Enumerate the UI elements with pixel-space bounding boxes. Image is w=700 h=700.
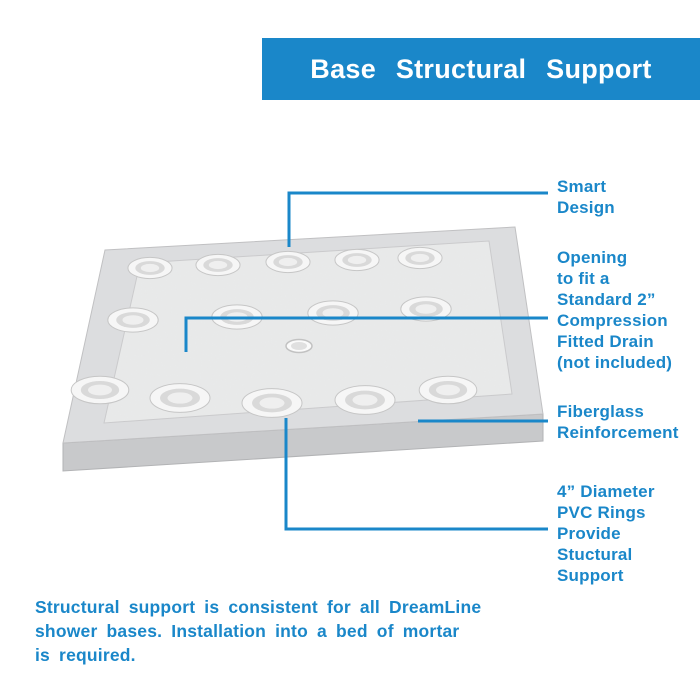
page-title: Base Structural Support: [310, 53, 652, 84]
callout-lines: [184, 191, 548, 531]
pvc-ring: [400, 296, 452, 322]
callout-line-pvc-rings: [284, 418, 548, 531]
pvc-ring: [127, 256, 173, 280]
pvc-rings-group: [70, 246, 478, 418]
footer-note: Structural support is consistent for all…: [35, 597, 482, 666]
pvc-ring: [397, 246, 443, 270]
pvc-ring: [70, 375, 130, 405]
shower-base: [62, 226, 544, 472]
callout-label-pvc-rings: 4” Diameter PVC Rings Provide Stuctural …: [557, 482, 655, 586]
pvc-ring: [418, 375, 478, 405]
pvc-ring: [241, 388, 303, 418]
title-banner: Base Structural Support: [262, 38, 700, 100]
callout-label-fiberglass: Fiberglass Reinforcement: [557, 402, 679, 443]
callout-label-drain-opening: Opening to fit a Standard 2” Compression…: [557, 248, 673, 373]
pvc-ring: [334, 248, 380, 272]
pvc-ring: [334, 385, 396, 415]
callout-label-smart-design: Smart Design: [557, 177, 615, 218]
callout-line-drain-opening: [184, 316, 548, 352]
pvc-ring: [195, 253, 241, 277]
pvc-ring: [307, 300, 359, 326]
drain-opening: [285, 338, 313, 354]
pvc-ring: [107, 307, 159, 333]
pvc-ring: [149, 383, 211, 413]
callout-line-smart-design: [287, 191, 548, 247]
pvc-ring: [265, 250, 311, 274]
